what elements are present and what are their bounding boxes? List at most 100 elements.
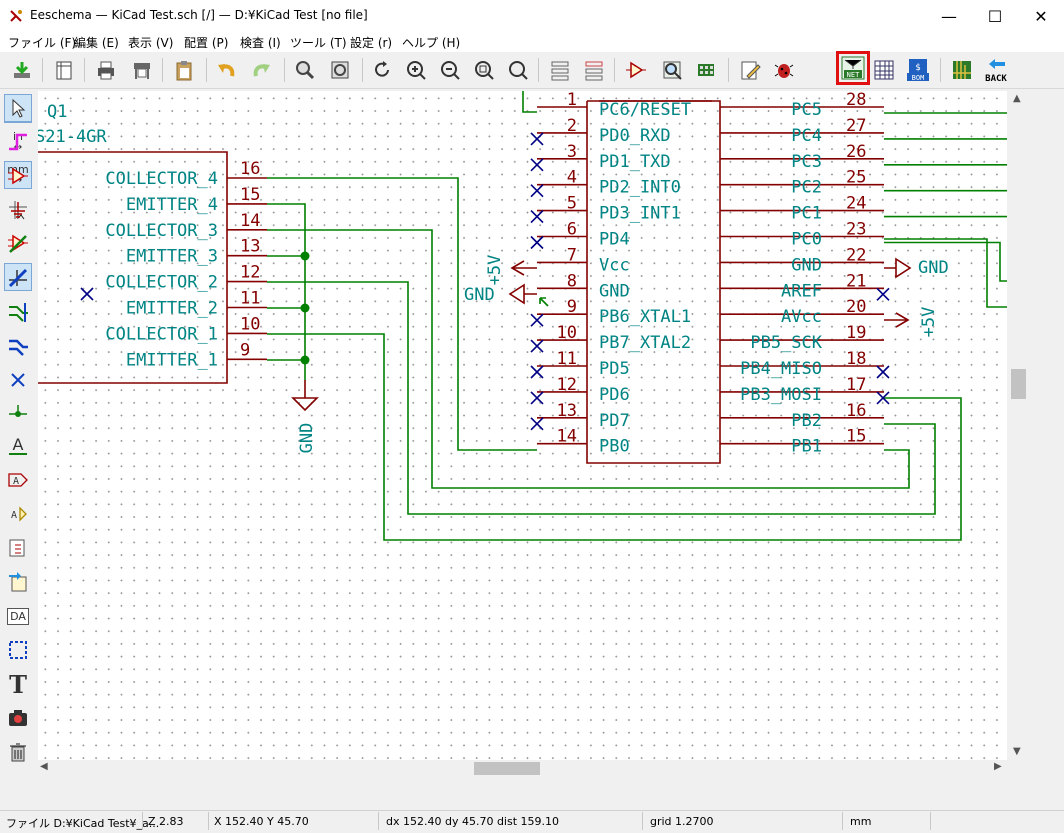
no-connect-flag (530, 235, 544, 250)
draw-wire-icon[interactable] (4, 230, 32, 258)
vertical-scroll-thumb[interactable] (1011, 369, 1026, 399)
mcu-pin-number: 17 (846, 375, 866, 395)
wire-bus-entry-icon[interactable] (4, 298, 32, 326)
menu-tools[interactable]: ツール (T) (290, 36, 347, 50)
mcu-pin-number: 12 (557, 375, 577, 395)
find-icon[interactable] (290, 56, 318, 84)
undo-icon[interactable] (212, 56, 240, 84)
scroll-up-icon[interactable]: ▲ (1013, 93, 1021, 104)
cursor-mark (539, 297, 549, 307)
minimize-button[interactable]: — (941, 6, 957, 26)
graphic-line-icon[interactable] (4, 636, 32, 664)
menu-preferences[interactable]: 設定 (r) (350, 36, 393, 50)
menu-help[interactable]: ヘルプ (H) (402, 36, 461, 50)
menu-file[interactable]: ファイル (F) (8, 36, 77, 50)
wire (267, 203, 306, 380)
hier-sheet-icon[interactable] (4, 534, 32, 562)
symbol-editor-icon[interactable] (622, 56, 650, 84)
mcu-pin-number: 6 (567, 220, 577, 240)
mcu-pin-name: PD2_INT0 (599, 178, 681, 198)
no-connect-flag (530, 158, 544, 172)
paste-icon[interactable] (170, 56, 198, 84)
mcu-pin-number: 5 (567, 194, 577, 214)
vertical-scrollbar[interactable]: ▲ ▼ (1009, 91, 1028, 760)
zoom-in-icon[interactable] (402, 56, 430, 84)
net-text: NET (847, 71, 860, 79)
horizontal-scrollbar[interactable]: ◀ ▶ (38, 760, 1007, 777)
wire (267, 229, 910, 489)
menu-edit[interactable]: 編集 (E) (74, 36, 119, 50)
mcu-pin-number: 25 (846, 168, 866, 188)
gnd-symbol-bottom (291, 380, 319, 412)
mcu-pin-number: 23 (846, 220, 866, 240)
horizontal-scroll-thumb[interactable] (474, 762, 540, 775)
erc-icon[interactable] (770, 56, 798, 84)
save-icon[interactable] (8, 56, 36, 84)
menu-view[interactable]: 表示 (V) (128, 36, 174, 50)
zoom-fit-icon[interactable] (470, 56, 498, 84)
no-connect-icon[interactable] (4, 366, 32, 394)
cvpcb-icon[interactable] (870, 56, 898, 84)
status-units: mm (850, 815, 872, 828)
plot-icon[interactable] (128, 56, 156, 84)
redraw-icon[interactable] (368, 56, 396, 84)
mcu-pin-number: 4 (567, 168, 577, 188)
mcu-pin-number: 11 (557, 349, 577, 369)
status-separator (378, 812, 379, 830)
junction-dot (300, 355, 310, 365)
page-settings-icon[interactable] (50, 56, 78, 84)
hierarchy-icon[interactable] (546, 56, 574, 84)
mcu-pin-number: 20 (846, 297, 866, 317)
mcu-pin-name: PB1 (791, 437, 822, 457)
symbol-browser-icon[interactable] (658, 56, 686, 84)
image-icon[interactable] (4, 704, 32, 732)
global-label-icon[interactable]: A (4, 466, 32, 494)
zoom-selection-icon[interactable] (504, 56, 532, 84)
mcu-pin-name: PD3_INT1 (599, 204, 681, 224)
scroll-left-icon[interactable]: ◀ (40, 761, 48, 772)
find-replace-icon[interactable] (326, 56, 354, 84)
netlist-icon[interactable]: NET (836, 51, 870, 85)
q1-pin-number: 10 (240, 314, 260, 334)
highlight-net-icon[interactable] (4, 128, 32, 156)
junction-icon[interactable] (4, 400, 32, 428)
import-sheet-pin-icon[interactable] (4, 568, 32, 596)
no-connect-flag (530, 391, 544, 405)
back-annotate-icon[interactable]: BACK (982, 56, 1010, 84)
scroll-right-icon[interactable]: ▶ (994, 761, 1002, 772)
net-label-letter: A (12, 435, 24, 454)
menu-place[interactable]: 配置 (P) (184, 36, 229, 50)
mcu-pin-number: 10 (557, 323, 577, 343)
scroll-down-icon[interactable]: ▼ (1013, 746, 1021, 757)
maximize-button[interactable]: ☐ (987, 6, 1003, 26)
delete-icon[interactable] (4, 738, 32, 766)
bus-bus-entry-icon[interactable] (4, 332, 32, 360)
wire (884, 241, 1007, 282)
net-label-icon[interactable]: A (4, 432, 32, 460)
place-power-icon[interactable] (4, 196, 32, 224)
menu-inspect[interactable]: 検査 (I) (240, 36, 281, 50)
mcu-pin-name: PD7 (599, 411, 630, 431)
pcbnew-icon[interactable] (948, 56, 976, 84)
print-icon[interactable] (92, 56, 120, 84)
footprint-editor-icon[interactable] (692, 56, 720, 84)
text-icon[interactable]: T (9, 669, 27, 699)
mcu-pin-number: 26 (846, 142, 866, 162)
gnd-label-right: GND (918, 258, 949, 278)
redo-icon[interactable] (248, 56, 276, 84)
hier-pin-icon[interactable]: DA (4, 602, 32, 630)
zoom-out-icon[interactable] (436, 56, 464, 84)
close-button[interactable]: ✕ (1034, 6, 1048, 26)
bom-icon[interactable]: $BOM (904, 56, 932, 84)
place-symbol-icon[interactable] (4, 162, 32, 190)
hier-label-icon[interactable]: A (4, 500, 32, 528)
leave-sheet-icon[interactable] (580, 56, 608, 84)
select-icon[interactable] (4, 94, 32, 122)
no-connect-flag (530, 184, 544, 198)
draw-bus-icon[interactable] (4, 264, 32, 292)
no-connect-flag (530, 365, 544, 379)
eeschema-app-icon (8, 8, 24, 24)
mcu-pin-name: PD4 (599, 230, 630, 250)
annotate-icon[interactable] (736, 56, 764, 84)
